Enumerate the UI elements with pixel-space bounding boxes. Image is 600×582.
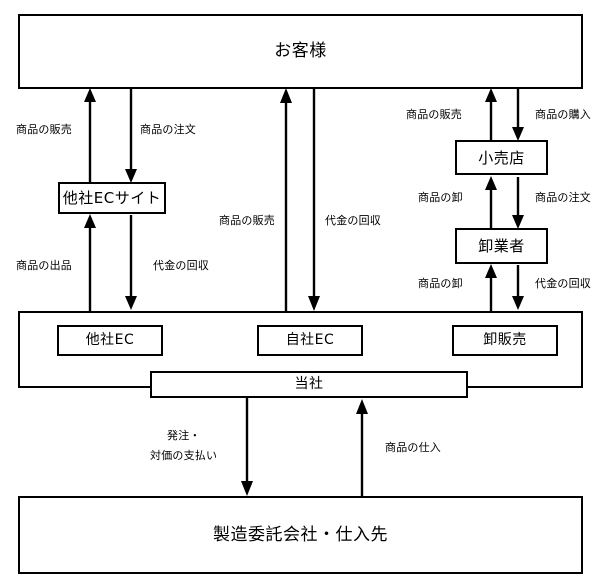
node-our-own-ec[interactable]: 自社EC xyxy=(257,325,363,356)
node-wholesaler-label: 卸業者 xyxy=(478,237,525,255)
node-our-wholesale-label: 卸販売 xyxy=(483,332,527,349)
edge-label-bottom-purchase: 商品の仕入 xyxy=(385,441,441,454)
arrow-left-listing-up xyxy=(84,214,96,311)
node-our-own-ec-label: 自社EC xyxy=(285,332,335,349)
arrow-left-order-down xyxy=(125,89,137,183)
node-our-other-ec[interactable]: 他社EC xyxy=(57,325,163,356)
edge-label-right-wholesale-goods-1: 商品の卸 xyxy=(418,191,463,204)
node-other-ec-site[interactable]: 他社ECサイト xyxy=(58,182,166,214)
arrow-bottom-order-down xyxy=(241,398,253,496)
arrow-right-order-down xyxy=(512,177,524,229)
node-retailer[interactable]: 小売店 xyxy=(455,140,548,175)
edge-label-bottom-order-line2: 対価の支払い xyxy=(150,449,218,462)
arrow-right-sell-up xyxy=(485,88,497,140)
edge-label-left-listing: 商品の出品 xyxy=(16,259,72,272)
edge-label-right-sell: 商品の販売 xyxy=(406,108,462,121)
arrow-mid-collect-down xyxy=(308,89,320,311)
arrow-right-collect-down xyxy=(512,265,524,310)
edge-label-left-sell: 商品の販売 xyxy=(16,123,72,136)
arrow-bottom-purchase-up xyxy=(356,399,368,496)
edge-label-bottom-order-line1: 発注・ xyxy=(167,429,201,442)
edge-label-right-purchase: 商品の購入 xyxy=(535,108,591,121)
arrow-left-sell-up xyxy=(84,88,96,182)
node-our-wholesale[interactable]: 卸販売 xyxy=(452,325,558,356)
edge-label-right-order: 商品の注文 xyxy=(535,191,591,204)
node-wholesaler[interactable]: 卸業者 xyxy=(455,228,548,264)
edge-label-mid-sell: 商品の販売 xyxy=(219,214,275,227)
node-our-other-ec-label: 他社EC xyxy=(85,332,135,349)
edge-label-right-wholesale-goods-2: 商品の卸 xyxy=(418,277,463,290)
edge-label-mid-collect: 代金の回収 xyxy=(325,214,381,227)
edge-label-left-collect: 代金の回収 xyxy=(153,259,209,272)
arrow-mid-sell-up xyxy=(280,88,292,311)
node-retailer-label: 小売店 xyxy=(478,148,525,167)
node-other-ec-site-label: 他社ECサイト xyxy=(62,189,162,207)
arrow-left-collect-down xyxy=(125,215,137,310)
node-our-company-label: 当社 xyxy=(294,376,324,393)
node-customer[interactable]: お客様 xyxy=(18,14,583,89)
node-supplier-label: 製造委託会社・仕入先 xyxy=(213,524,388,545)
node-our-company[interactable]: 当社 xyxy=(150,371,468,398)
node-supplier[interactable]: 製造委託会社・仕入先 xyxy=(18,496,583,574)
edge-label-left-order: 商品の注文 xyxy=(140,123,196,136)
node-customer-label: お客様 xyxy=(274,41,327,62)
edge-label-right-collect: 代金の回収 xyxy=(535,277,591,290)
arrow-right-wholesale-up-1 xyxy=(485,176,497,228)
arrow-right-wholesale-up-2 xyxy=(485,264,497,311)
arrow-right-purchase-down xyxy=(512,89,524,141)
